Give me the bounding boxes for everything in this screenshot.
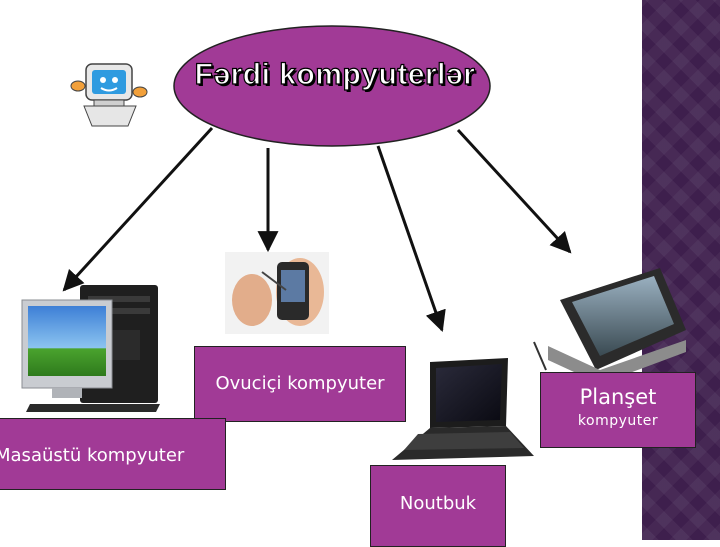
- desktop-pc-illustration: [21, 285, 160, 412]
- tablet-label-line2: kompyuter: [577, 413, 659, 429]
- pda-in-hands-illustration: [225, 252, 329, 334]
- decorative-side-band: [642, 0, 720, 540]
- tablet-pc-illustration: [533, 268, 686, 384]
- arrow-to-notebook: [376, 145, 446, 332]
- arrow-to-tablet: [456, 128, 572, 254]
- title-ellipse: [173, 25, 491, 147]
- desktop-computer-label: Masaüstü kompyuter: [0, 418, 226, 490]
- handheld-computer-label: Ovuciçi kompyuter: [194, 346, 406, 422]
- tablet-label-line1: Planşet: [579, 385, 657, 409]
- notebook-label: Noutbuk: [370, 465, 506, 547]
- diagram-title: Fərdi kompyuterlər: [194, 57, 476, 91]
- cartoon-computer-icon: [70, 63, 148, 127]
- arrow-to-desktop: [62, 126, 214, 292]
- laptop-illustration: [392, 358, 534, 460]
- tablet-computer-label: Planşet kompyuter: [540, 372, 696, 448]
